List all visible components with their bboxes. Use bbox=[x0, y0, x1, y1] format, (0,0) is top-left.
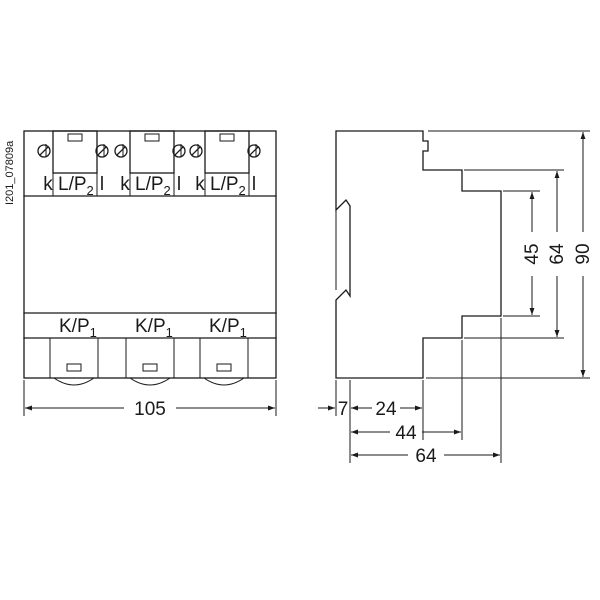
terminal-label-k: k bbox=[120, 174, 130, 195]
terminal-screw-l-icon bbox=[247, 144, 261, 158]
terminal-label-k: k bbox=[195, 174, 205, 195]
terminal-window bbox=[142, 363, 158, 372]
terminal-housing bbox=[52, 130, 98, 174]
terminal-label-lp: L/P2 bbox=[210, 174, 246, 198]
terminal-housing bbox=[204, 130, 250, 174]
terminal-label-k: k bbox=[43, 174, 53, 195]
terminal-label-lp: L/P2 bbox=[58, 174, 94, 198]
bottom-terminal-block: K/P1 bbox=[125, 316, 175, 386]
width-dim-label: 105 bbox=[134, 399, 166, 420]
terminal-window bbox=[216, 363, 232, 372]
terminal-label-kp: K/P1 bbox=[59, 316, 97, 340]
terminal-label-kp: K/P1 bbox=[209, 316, 247, 340]
side-view: 45 64 90 7 24 44 64 bbox=[318, 130, 594, 467]
terminal-label-lp: L/P2 bbox=[135, 174, 171, 198]
terminal-screw-k-icon bbox=[189, 144, 203, 158]
terminal-window bbox=[219, 133, 235, 142]
bottom-terminal-block: K/P1 bbox=[199, 316, 249, 386]
side-profile bbox=[335, 130, 502, 379]
terminal-window bbox=[144, 133, 160, 142]
terminal-clamp-arc bbox=[53, 377, 95, 386]
dim-45-label: 45 bbox=[522, 243, 543, 264]
terminal-label-l: l bbox=[100, 174, 104, 195]
dim-64h-label: 64 bbox=[415, 446, 437, 467]
terminal-screw-l-icon bbox=[172, 144, 186, 158]
terminal-window bbox=[67, 133, 83, 142]
terminal-clamp-arc bbox=[129, 377, 171, 386]
terminal-screw-l-icon bbox=[95, 144, 109, 158]
dim-7-label: 7 bbox=[338, 399, 349, 420]
dim-44-label: 44 bbox=[395, 423, 417, 444]
bottom-terminal-block: K/P1 bbox=[49, 316, 99, 386]
terminal-window bbox=[66, 363, 82, 372]
dim-24-label: 24 bbox=[375, 399, 397, 420]
terminal-label-l: l bbox=[252, 174, 256, 195]
terminal-screw-k-icon bbox=[114, 144, 128, 158]
terminal-label-kp: K/P1 bbox=[135, 316, 173, 340]
front-body-outline bbox=[23, 130, 277, 379]
drawing-code: I201_07809a bbox=[4, 140, 16, 205]
dim-64v-label: 64 bbox=[547, 243, 568, 265]
terminal-label-l: l bbox=[177, 174, 181, 195]
dim-90-label: 90 bbox=[573, 243, 594, 264]
terminal-housing bbox=[129, 130, 175, 174]
terminal-screw-k-icon bbox=[37, 144, 51, 158]
terminal-clamp-arc bbox=[203, 377, 245, 386]
